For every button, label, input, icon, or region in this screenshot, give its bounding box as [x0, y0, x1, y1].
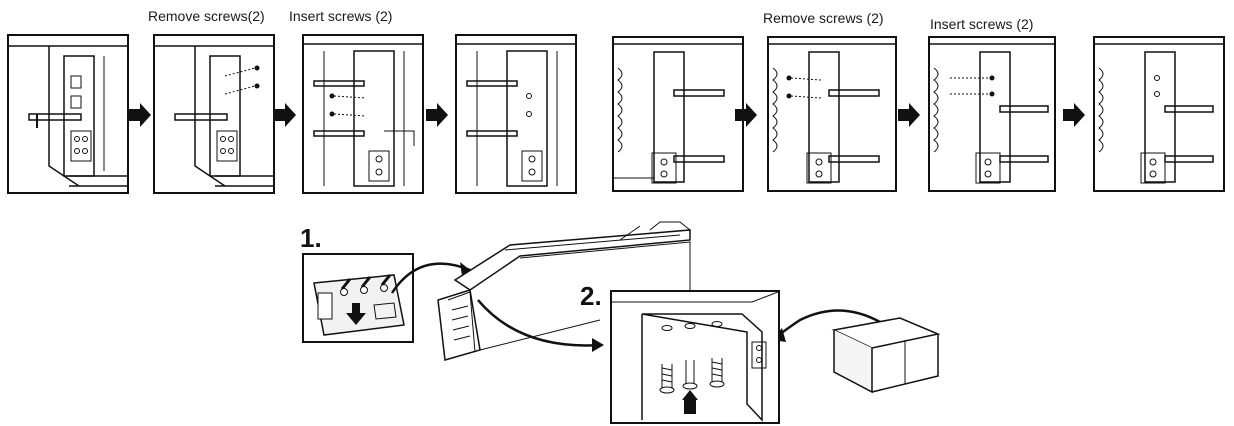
panel-left-initial: [7, 34, 129, 194]
panel-left-insert-screws: [302, 34, 424, 194]
caption-remove-screws-left: Remove screws(2): [148, 8, 265, 24]
arrow-right-icon: [426, 103, 448, 127]
panel-right-initial: [612, 36, 744, 192]
detail-step-1-remove-screws: [302, 253, 414, 343]
arrow-right-icon: [735, 103, 757, 127]
caption-insert-screws-left: Insert screws (2): [289, 8, 393, 24]
step-1-label: 1.: [300, 223, 322, 253]
step-2-label: 2.: [580, 281, 602, 311]
panel-right-insert-screws: [928, 36, 1056, 192]
panel-left-remove-screws: [153, 34, 275, 194]
arrow-right-icon: [129, 103, 151, 127]
arrow-right-icon: [1063, 103, 1085, 127]
caption-insert-screws-right: Insert screws (2): [930, 16, 1034, 32]
panel-left-final: [455, 34, 577, 194]
arrow-right-icon: [274, 103, 296, 127]
arrow-right-icon: [898, 103, 920, 127]
panel-right-remove-screws: [767, 36, 897, 192]
caption-remove-screws-right: Remove screws (2): [763, 10, 884, 26]
panel-right-final: [1093, 36, 1225, 192]
detail-step-2-insert-screws: [610, 290, 780, 424]
